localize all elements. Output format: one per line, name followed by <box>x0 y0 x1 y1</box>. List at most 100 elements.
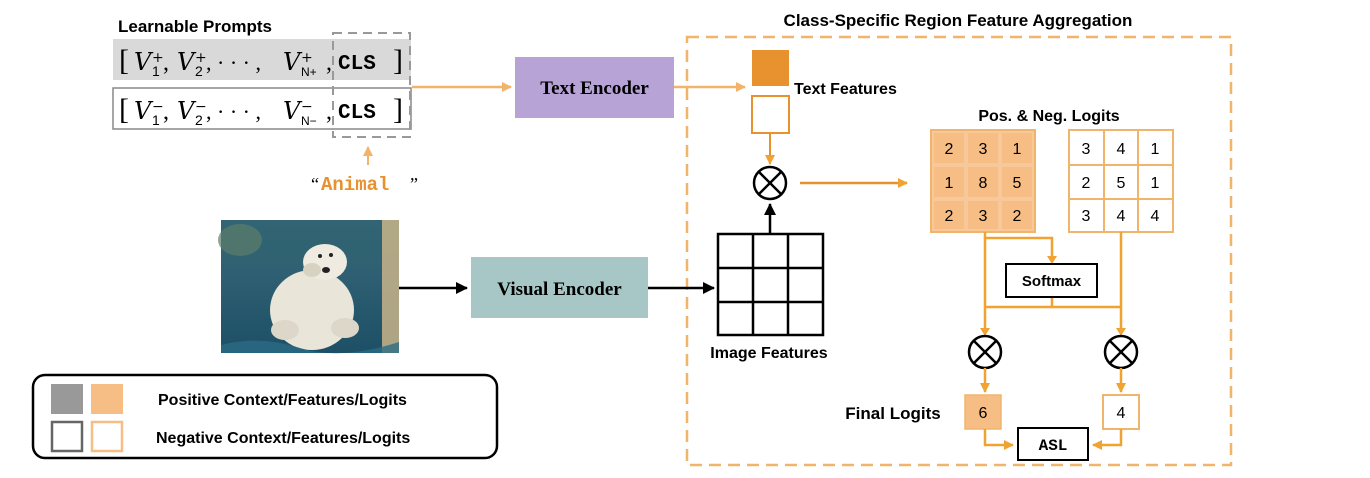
pos-cls-token: CLS <box>338 53 376 76</box>
neg-v1-sup: − <box>152 99 164 115</box>
neg-logit-cell: 3 <box>1082 208 1091 225</box>
final-logit-negative-box <box>1102 394 1140 430</box>
neg-ellipsis: , · · · , <box>206 99 261 124</box>
pos-final-to-asl-arrow <box>983 429 1014 450</box>
pos-logit-cell: 1 <box>945 175 954 192</box>
neg-open-bracket: [ <box>119 93 129 126</box>
aggregation-dashed-box <box>685 35 1233 467</box>
neg-v2-sub: 2 <box>195 112 203 128</box>
neg-v1-sub: 1 <box>152 112 160 128</box>
pos-logit-cell: 1 <box>1013 141 1022 158</box>
positive-prompt-box <box>113 39 411 80</box>
multiply-icon <box>967 334 1003 370</box>
pos-logit-cell: 3 <box>979 141 988 158</box>
pos-logit-cell: 2 <box>945 208 954 225</box>
asl-box <box>1017 427 1089 461</box>
neg-final-to-asl-arrow <box>1092 429 1123 450</box>
softmax-flow-lines <box>983 232 1123 330</box>
negative-prompt-tokens: [ V − 1 , V − 2 , · · · , V − N− , CLS ] <box>119 93 403 128</box>
final-logits-label: Final Logits <box>845 404 940 423</box>
pos-ellipsis: , · · · , <box>206 50 261 75</box>
text-feature-negative <box>751 95 790 134</box>
pos-vn-sup: + <box>301 50 313 66</box>
neg-logit-cell: 1 <box>1151 175 1160 192</box>
legend-positive-gray-swatch <box>51 384 83 414</box>
negative-logits-values: 3 4 1 2 5 1 3 4 4 <box>1082 141 1160 225</box>
neg-vn-sub: N− <box>301 114 317 128</box>
learnable-prompts-title: Learnable Prompts <box>118 17 272 36</box>
text-encoder-label: Text Encoder <box>540 78 649 99</box>
pos-v2-sup: + <box>195 50 207 66</box>
neg-vn-sup: − <box>301 99 313 115</box>
neg-logit-cell: 1 <box>1151 141 1160 158</box>
cls-dashed-box <box>332 32 411 138</box>
visual-encoder-label: Visual Encoder <box>497 279 622 300</box>
animal-quote-open: “ <box>311 174 319 194</box>
softmax-box <box>1005 263 1098 298</box>
pos-v1: V <box>134 48 154 76</box>
animal-quote-close: ” <box>410 174 418 194</box>
legend-positive-orange-swatch <box>91 384 123 414</box>
positive-logits-grid <box>930 129 1036 233</box>
neg-comma-2: , <box>326 99 332 125</box>
neg-v1: V <box>134 97 154 125</box>
text-features-label: Text Features <box>794 81 897 98</box>
softmax-in-arrowhead <box>1047 256 1057 264</box>
neg-comma-1: , <box>163 99 169 125</box>
neg-logit-cell: 2 <box>1082 175 1091 192</box>
pos-logit-cell: 3 <box>979 208 988 225</box>
text-encoder-box <box>515 57 674 118</box>
multiply-icon <box>1103 334 1139 370</box>
image-features-label: Image Features <box>710 345 827 362</box>
neg-logit-cell: 3 <box>1082 141 1091 158</box>
neg-logit-cell: 5 <box>1117 175 1126 192</box>
image-features-grid <box>716 232 825 337</box>
asl-label: ASL <box>1039 437 1068 455</box>
pos-v1-sup: + <box>152 50 164 66</box>
neg-v2-sup: − <box>195 99 207 115</box>
visual-encoder-box <box>471 257 648 318</box>
pos-mul-in-arrowhead <box>980 328 990 336</box>
pos-v2: V <box>177 48 197 76</box>
pos-comma-2: , <box>326 50 332 76</box>
negative-logits-grid <box>1068 129 1174 233</box>
pos-close-bracket: ] <box>393 44 403 77</box>
pos-logit-cell: 5 <box>1013 175 1022 192</box>
pos-open-bracket: [ <box>119 44 129 77</box>
legend-box <box>31 373 499 460</box>
pos-logit-cell: 2 <box>1013 208 1022 225</box>
pos-logit-cell: 8 <box>979 175 988 192</box>
neg-close-bracket: ] <box>393 93 403 126</box>
text-feature-positive <box>752 50 789 86</box>
final-logit-positive: 6 <box>979 405 988 422</box>
neg-vn: V <box>283 97 303 125</box>
neg-logit-cell: 4 <box>1151 208 1160 225</box>
neg-logit-cell: 4 <box>1117 141 1126 158</box>
animal-class-word: Animal <box>321 174 389 196</box>
softmax-label: Softmax <box>1022 273 1082 290</box>
pos-vn: V <box>283 48 303 76</box>
pos-vn-sub: N+ <box>301 65 317 79</box>
legend-negative-gray-swatch <box>50 420 84 453</box>
positive-logits-values: 2 3 1 1 8 5 2 3 2 <box>945 141 1022 225</box>
neg-cls-token: CLS <box>338 102 376 125</box>
neg-v2: V <box>177 97 197 125</box>
final-logit-negative: 4 <box>1117 405 1126 422</box>
legend-negative-orange-swatch <box>90 420 124 453</box>
neg-logit-cell: 4 <box>1117 208 1126 225</box>
pos-comma-1: , <box>163 50 169 76</box>
positive-prompt-tokens: [ V + 1 , V + 2 , · · · , V + N+ , CLS ] <box>119 44 403 79</box>
final-logit-positive-box <box>964 394 1002 430</box>
legend-negative-label: Negative Context/Features/Logits <box>156 430 410 447</box>
multiply-icon <box>752 165 788 201</box>
legend-positive-label: Positive Context/Features/Logits <box>158 392 407 409</box>
pos-v1-sub: 1 <box>152 63 160 79</box>
aggregation-title: Class-Specific Region Feature Aggregatio… <box>784 11 1133 30</box>
negative-prompt-box <box>112 87 412 130</box>
logits-title: Pos. & Neg. Logits <box>978 108 1119 125</box>
pos-v2-sub: 2 <box>195 63 203 79</box>
pos-logit-cell: 2 <box>945 141 954 158</box>
polar-bear-photo <box>218 220 399 354</box>
